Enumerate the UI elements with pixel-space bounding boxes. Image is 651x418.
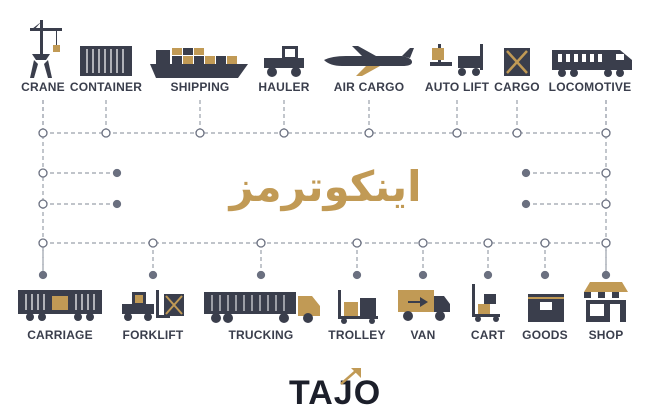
- connector-node: [512, 128, 522, 138]
- connector-node: [38, 270, 48, 280]
- label-van: VAN: [410, 328, 436, 342]
- connector-node: [418, 270, 428, 280]
- label-shipping: SHIPPING: [170, 80, 230, 94]
- rising-arrow-icon: [340, 368, 361, 385]
- forklift-icon: [122, 290, 184, 321]
- connector-node: [601, 238, 611, 248]
- auto-lift-icon: [430, 44, 483, 76]
- crane-icon: [30, 20, 62, 78]
- connector-node: [601, 270, 611, 280]
- connector-node: [364, 128, 374, 138]
- label-crane: CRANE: [21, 80, 65, 94]
- label-carriage: CARRIAGE: [27, 328, 93, 342]
- container-icon: [80, 46, 132, 76]
- connector-node: [256, 270, 266, 280]
- connector-node: [112, 199, 122, 209]
- trolley-icon: [338, 290, 378, 324]
- page-title: اینکوترمز: [229, 162, 422, 211]
- connector-node: [148, 270, 158, 280]
- label-air-cargo: AIR CARGO: [333, 80, 405, 94]
- connector-node: [540, 238, 550, 248]
- carriage-icon: [18, 290, 102, 321]
- connector-node: [601, 128, 611, 138]
- ship-icon: [150, 48, 248, 78]
- truck-icon: [204, 292, 320, 323]
- cart-icon: [472, 284, 500, 322]
- label-goods: GOODS: [522, 328, 568, 342]
- label-trolley: TROLLEY: [328, 328, 386, 342]
- connector-node: [540, 270, 550, 280]
- airplane-icon: [324, 46, 414, 76]
- connector-node: [452, 128, 462, 138]
- label-forklift: FORKLIFT: [122, 328, 184, 342]
- connector-node: [601, 168, 611, 178]
- connector-node: [38, 238, 48, 248]
- connector-node: [112, 168, 122, 178]
- cargo-box-icon: [504, 48, 530, 76]
- van-icon: [398, 290, 450, 321]
- label-shop: SHOP: [588, 328, 624, 342]
- connector-node: [195, 128, 205, 138]
- connector-node: [352, 238, 362, 248]
- connector-node: [279, 128, 289, 138]
- connector-node: [483, 238, 493, 248]
- brand-logo: TAJO: [289, 366, 380, 414]
- connector-node: [521, 168, 531, 178]
- goods-icon: [528, 294, 564, 322]
- label-trucking: TRUCKING: [228, 328, 294, 342]
- label-cart: CART: [470, 328, 506, 342]
- connector-node: [38, 168, 48, 178]
- hauler-icon: [264, 46, 304, 77]
- connector-node: [521, 199, 531, 209]
- connector-node: [38, 199, 48, 209]
- connector-node: [483, 270, 493, 280]
- shop-icon: [584, 282, 628, 322]
- label-container: CONTAINER: [69, 80, 143, 94]
- label-locomotive: LOCOMOTIVE: [548, 80, 632, 94]
- label-hauler: HAULER: [258, 80, 310, 94]
- connector-node: [38, 128, 48, 138]
- brand-name: TAJO: [289, 374, 382, 412]
- label-cargo: CARGO: [494, 80, 540, 94]
- connector-node: [101, 128, 111, 138]
- connector-node: [352, 270, 362, 280]
- connector-node: [148, 238, 158, 248]
- locomotive-icon: [552, 50, 632, 77]
- connector-node: [601, 199, 611, 209]
- connector-node: [418, 238, 428, 248]
- connector-node: [256, 238, 266, 248]
- label-auto-lift: AUTO LIFT: [424, 80, 490, 94]
